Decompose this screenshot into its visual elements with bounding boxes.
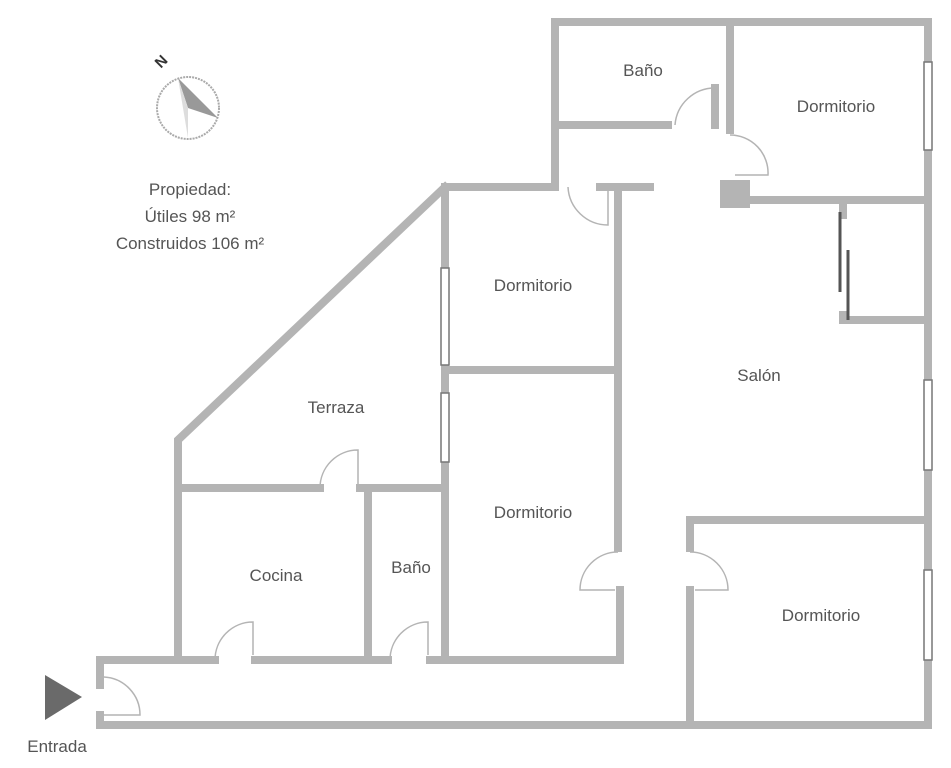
room-label-dormitorio-top-right: Dormitorio [796, 97, 876, 116]
room-label-dormitorio-left-bottom: Dormitorio [493, 503, 573, 522]
room-label-bano-bottom: Baño [391, 558, 431, 577]
room-label-dormitorio-bottom-right: Dormitorio [781, 606, 861, 625]
sliding-door [838, 212, 850, 320]
room-label-terraza: Terraza [307, 398, 365, 417]
doors[interactable] [103, 87, 850, 716]
windows [440, 61, 933, 661]
room-label-dormitorio-left-top: Dormitorio [493, 276, 573, 295]
compass-icon: N [152, 52, 220, 140]
north-label: N [152, 52, 172, 72]
entrance-label: Entrada [27, 737, 87, 756]
entrance-arrow-icon [45, 675, 82, 720]
room-label-bano-top: Baño [623, 61, 663, 80]
property-info: Propiedad: Útiles 98 m² Construidos 106 … [116, 176, 264, 257]
room-label-cocina: Cocina [249, 566, 303, 585]
built-area: Construidos 106 m² [115, 234, 265, 253]
useful-area: Útiles 98 m² [144, 207, 236, 226]
room-label-salon: Salón [737, 366, 781, 385]
property-title: Propiedad: [148, 180, 232, 199]
column [720, 180, 750, 208]
